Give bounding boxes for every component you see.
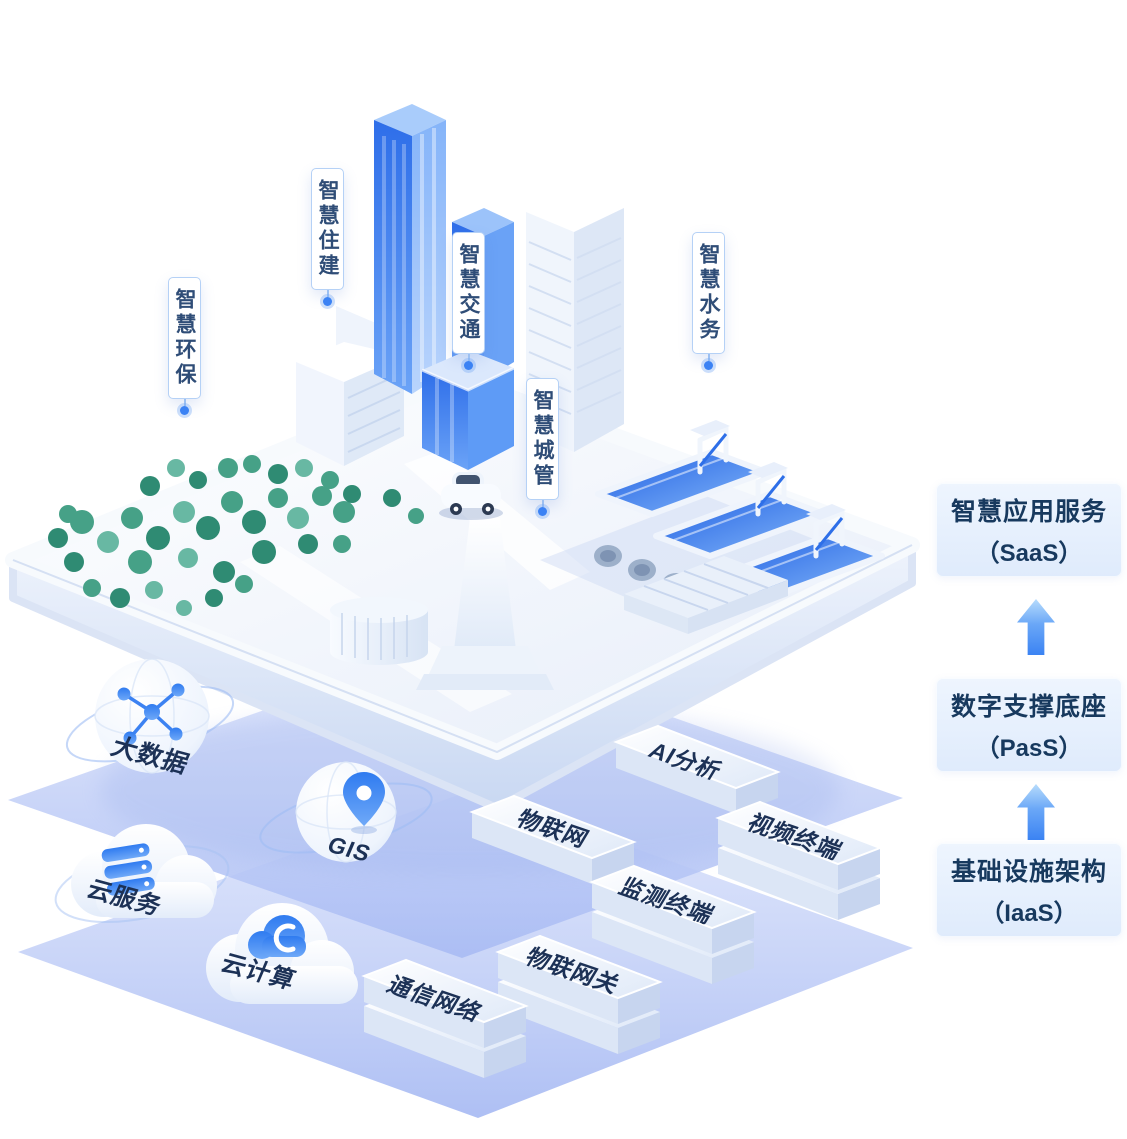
panel-saas-title: 智慧应用服务 <box>950 498 1107 526</box>
callout-smart-traffic: 智慧交通 <box>452 232 485 370</box>
panel-pass-subtitle: （PasS） <box>975 735 1083 762</box>
callout-text: 智慧水务 <box>697 243 720 343</box>
panel-pass-title: 数字支撑底座 <box>950 693 1107 721</box>
callout-dot <box>323 297 332 306</box>
callout-label: 智慧交通 <box>452 232 485 354</box>
iaas-layer-platform <box>18 790 913 1118</box>
callout-label: 智慧环保 <box>168 277 201 399</box>
big-data-globe <box>65 658 235 774</box>
panel-iaas: 基础设施架构 （IaaS） <box>936 843 1122 937</box>
trees <box>48 455 424 616</box>
location-pin-icon <box>343 772 385 834</box>
panel-pass: 数字支撑底座 （PasS） <box>936 678 1122 772</box>
video-terminal-box <box>715 800 883 920</box>
buildings <box>296 104 624 470</box>
callout-smart-urban-mgmt: 智慧城管 <box>526 378 559 516</box>
callout-line <box>183 399 186 406</box>
communication-network-box <box>361 958 529 1078</box>
panel-saas-subtitle: （SaaS） <box>975 540 1083 567</box>
callout-dot <box>704 361 713 370</box>
car <box>439 472 503 520</box>
iot-box <box>469 794 637 884</box>
monitoring-terminal-box <box>589 864 757 984</box>
callout-label: 智慧城管 <box>526 378 559 500</box>
callout-dot <box>464 361 473 370</box>
storage-tank <box>330 597 428 665</box>
callout-line <box>541 500 544 507</box>
monument-tower <box>416 518 554 690</box>
network-nodes-icon <box>117 683 185 745</box>
panel-iaas-title: 基础设施架构 <box>950 858 1107 886</box>
cloud-computing-shape <box>206 903 358 1004</box>
ai-analysis-box <box>613 724 781 814</box>
callout-label: 智慧水务 <box>692 232 725 354</box>
callout-dot <box>538 507 547 516</box>
panel-iaas-subtitle: （IaaS） <box>980 900 1078 927</box>
callout-text: 智慧城管 <box>531 389 554 489</box>
callout-line <box>467 354 470 361</box>
gis-globe <box>259 761 433 863</box>
server-stack-icon <box>101 843 155 896</box>
callout-line <box>707 354 710 361</box>
callout-dot <box>180 406 189 415</box>
callout-line <box>326 290 329 297</box>
cloud-c-icon <box>248 915 306 959</box>
callout-text: 智慧住建 <box>316 179 339 279</box>
callout-smart-water: 智慧水务 <box>692 232 725 370</box>
cloud-service-shape <box>54 824 230 923</box>
panel-saas: 智慧应用服务 （SaaS） <box>936 483 1122 577</box>
iot-gateway-box <box>495 934 663 1054</box>
callout-label: 智慧住建 <box>311 168 344 290</box>
platform-boxes <box>361 724 883 1078</box>
water-treatment-plant <box>594 420 885 634</box>
callout-smart-environment: 智慧环保 <box>168 277 201 415</box>
callout-text: 智慧环保 <box>173 288 196 388</box>
callout-text: 智慧交通 <box>457 243 480 343</box>
callout-smart-housing: 智慧住建 <box>311 168 344 306</box>
